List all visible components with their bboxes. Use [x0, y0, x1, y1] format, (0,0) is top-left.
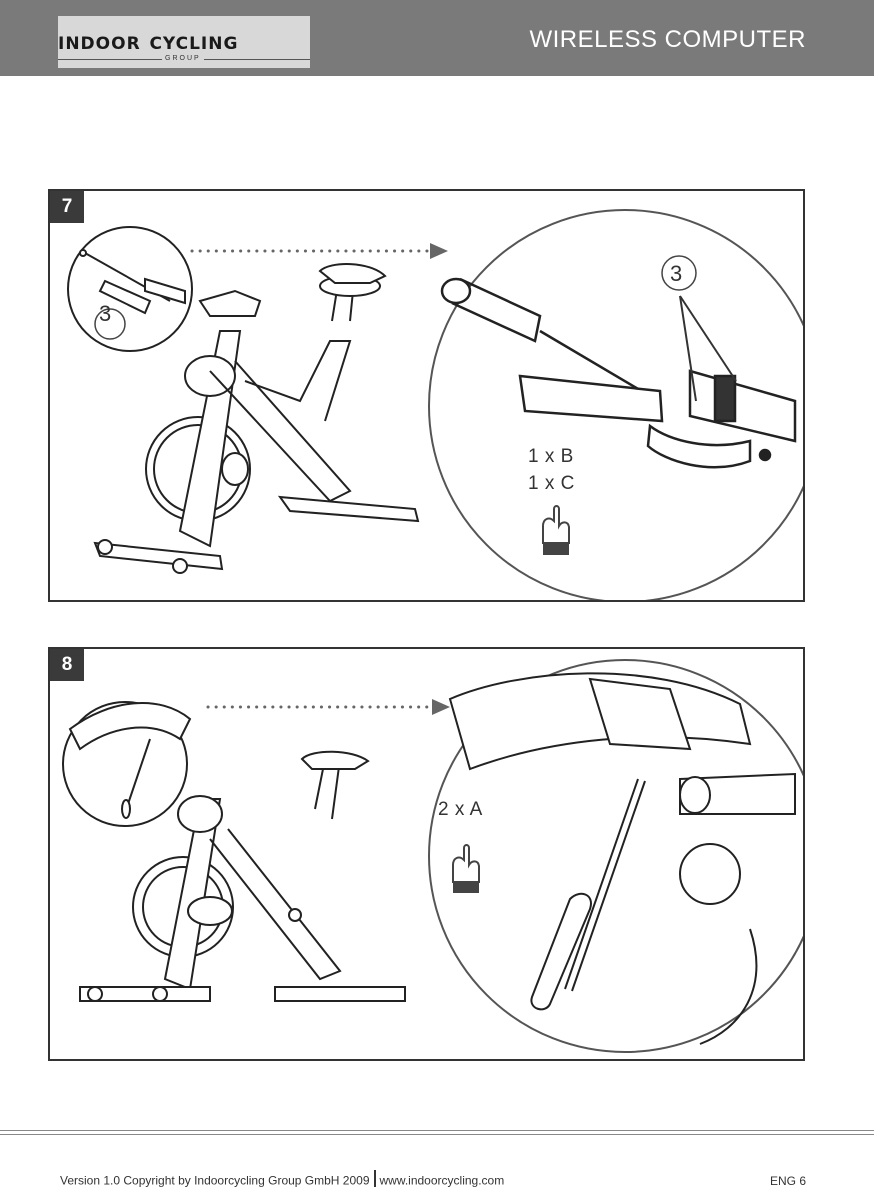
logo-subtext: GROUP	[162, 55, 204, 62]
quantity-label-b: 1 x B	[528, 446, 574, 467]
page-number: ENG 6	[769, 1174, 806, 1188]
callout-number-large: 3	[670, 261, 683, 286]
quantity-label-c: 1 x C	[528, 473, 575, 494]
logo-text: INDOOR CYCLING	[58, 34, 239, 54]
handlebar-detail-small	[79, 249, 186, 315]
footer-rule	[0, 1134, 874, 1135]
arrow-head-icon	[432, 699, 450, 715]
step-8-illustration	[62, 659, 803, 1053]
footer-text: Version 1.0 Copyright by Indoorcycling G…	[60, 1170, 505, 1190]
computer-detail-small	[68, 702, 192, 819]
page-title: WIRELESS COMPUTER	[529, 26, 806, 53]
step-number-badge: 7	[50, 191, 84, 223]
quantity-label-a: 2 x A	[438, 799, 483, 820]
step-7-panel: 7 3 3 1 x B 1 x C	[48, 189, 805, 602]
footer-website: www.indoorcycling.com	[379, 1173, 505, 1188]
bike-illustration	[79, 750, 406, 1002]
step-7-illustration	[67, 209, 803, 600]
callout-number-small: 3	[99, 301, 112, 326]
page-header: INDOOR CYCLING GROUP WIRELESS COMPUTER	[0, 0, 874, 76]
hand-pointing-icon	[452, 844, 480, 893]
hand-pointing-icon	[542, 505, 570, 555]
computer-detail-large	[448, 672, 796, 1045]
footer-separator	[373, 1170, 376, 1187]
step-8-panel: 8 2 x A	[48, 647, 805, 1061]
step-number-badge: 8	[50, 649, 84, 681]
footer-rule	[0, 1130, 874, 1131]
handlebar-detail-large	[440, 277, 797, 469]
callout-circle-small	[94, 308, 126, 340]
zoom-circle-large	[428, 659, 803, 1053]
footer-copyright: Version 1.0 Copyright by Indoorcycling G…	[60, 1173, 370, 1188]
brand-logo: INDOOR CYCLING GROUP	[58, 16, 310, 68]
arrow-head-icon	[430, 243, 448, 259]
callout-circle-large	[661, 255, 697, 291]
bike-illustration	[93, 263, 420, 574]
